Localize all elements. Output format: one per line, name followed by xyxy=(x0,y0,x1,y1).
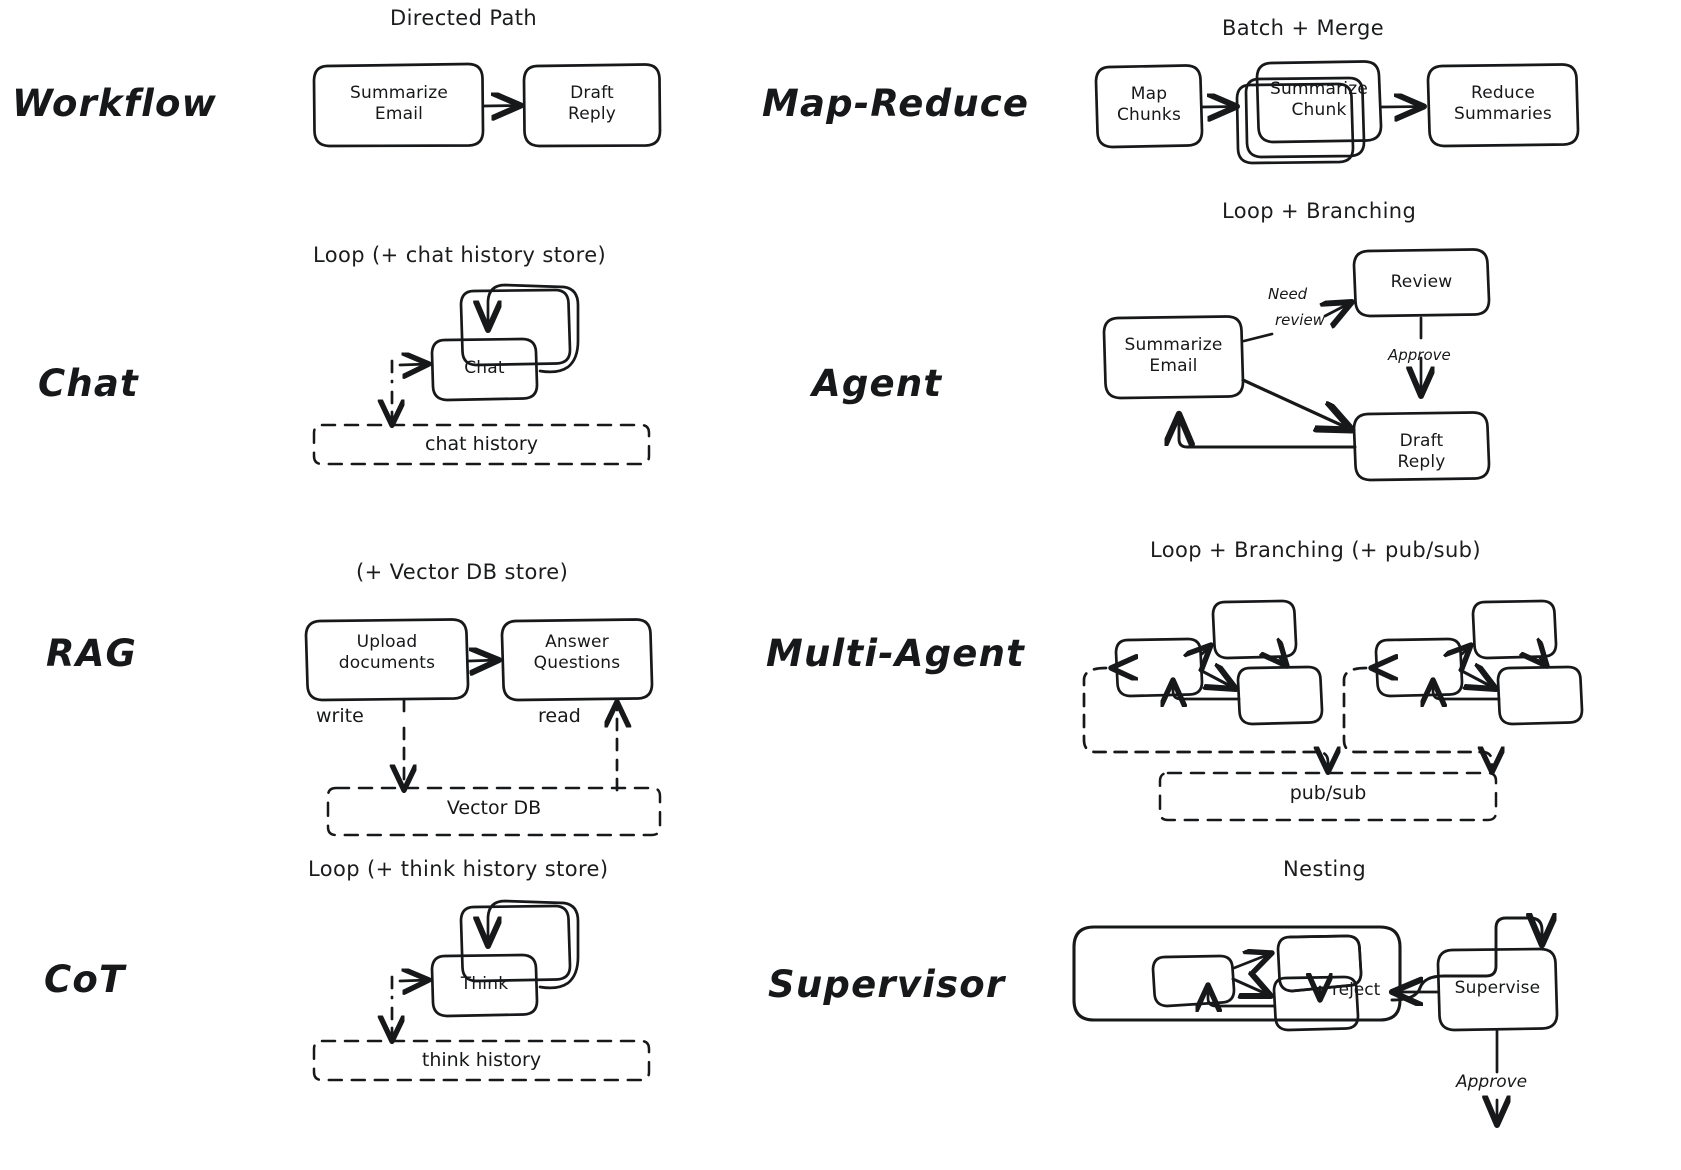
row-label-cot: CoT xyxy=(44,958,126,1001)
edge-label-write: write xyxy=(316,705,364,727)
node-draft-reply-agent: Draft Reply xyxy=(1397,431,1446,473)
row-label-supervisor: Supervisor xyxy=(768,963,1006,1006)
row-label-chat: Chat xyxy=(38,362,139,405)
caption-cot-loop: Loop (+ think history store) xyxy=(308,857,609,881)
caption-vector-db-store: (+ Vector DB store) xyxy=(356,560,569,584)
node-summarize-chunk: Summarize Chunk xyxy=(1270,79,1368,121)
node-summarize-email: Summarize Email xyxy=(350,83,448,125)
edge-label-read: read xyxy=(538,705,581,727)
store-vector-db: Vector DB xyxy=(446,797,542,819)
row-label-rag: RAG xyxy=(46,632,138,675)
store-think-history: think history xyxy=(421,1049,542,1071)
node-draft-reply: Draft Reply xyxy=(567,83,617,125)
caption-batch-merge: Batch + Merge xyxy=(1222,16,1385,40)
caption-chat-loop: Loop (+ chat history store) xyxy=(313,243,607,267)
edge-label-approve-supervisor: Approve xyxy=(1456,1072,1528,1092)
caption-directed-path: Directed Path xyxy=(390,6,538,30)
store-pub-sub: pub/sub xyxy=(1289,782,1367,804)
node-reduce-summaries: Reduce Summaries xyxy=(1454,83,1552,125)
store-chat-history: chat history xyxy=(425,433,538,455)
caption-nesting: Nesting xyxy=(1283,857,1367,881)
node-summarize-email-agent: Summarize Email xyxy=(1124,335,1223,377)
row-label-map-reduce: Map-Reduce xyxy=(762,82,1030,125)
row-label-agent: Agent xyxy=(812,362,943,405)
edge-label-reject: reject xyxy=(1332,980,1381,1000)
node-answer-questions: Answer Questions xyxy=(533,632,621,674)
edge-label-need: Need xyxy=(1268,285,1308,303)
edge-label-review: review xyxy=(1275,311,1325,329)
node-map-chunks: Map Chunks xyxy=(1116,84,1182,126)
node-review: Review xyxy=(1390,272,1453,292)
node-think: Think xyxy=(460,974,509,994)
row-label-workflow: Workflow xyxy=(12,82,218,125)
caption-agent-loop-branching: Loop + Branching xyxy=(1222,199,1417,223)
row-label-multi-agent: Multi-Agent xyxy=(766,632,1026,675)
edge-label-approve: Approve xyxy=(1388,346,1451,364)
caption-multi-agent-pubsub: Loop + Branching (+ pub/sub) xyxy=(1150,538,1482,562)
node-chat: Chat xyxy=(464,358,505,378)
node-upload-documents: Upload documents xyxy=(338,632,436,674)
node-supervise: Supervise xyxy=(1454,978,1541,998)
